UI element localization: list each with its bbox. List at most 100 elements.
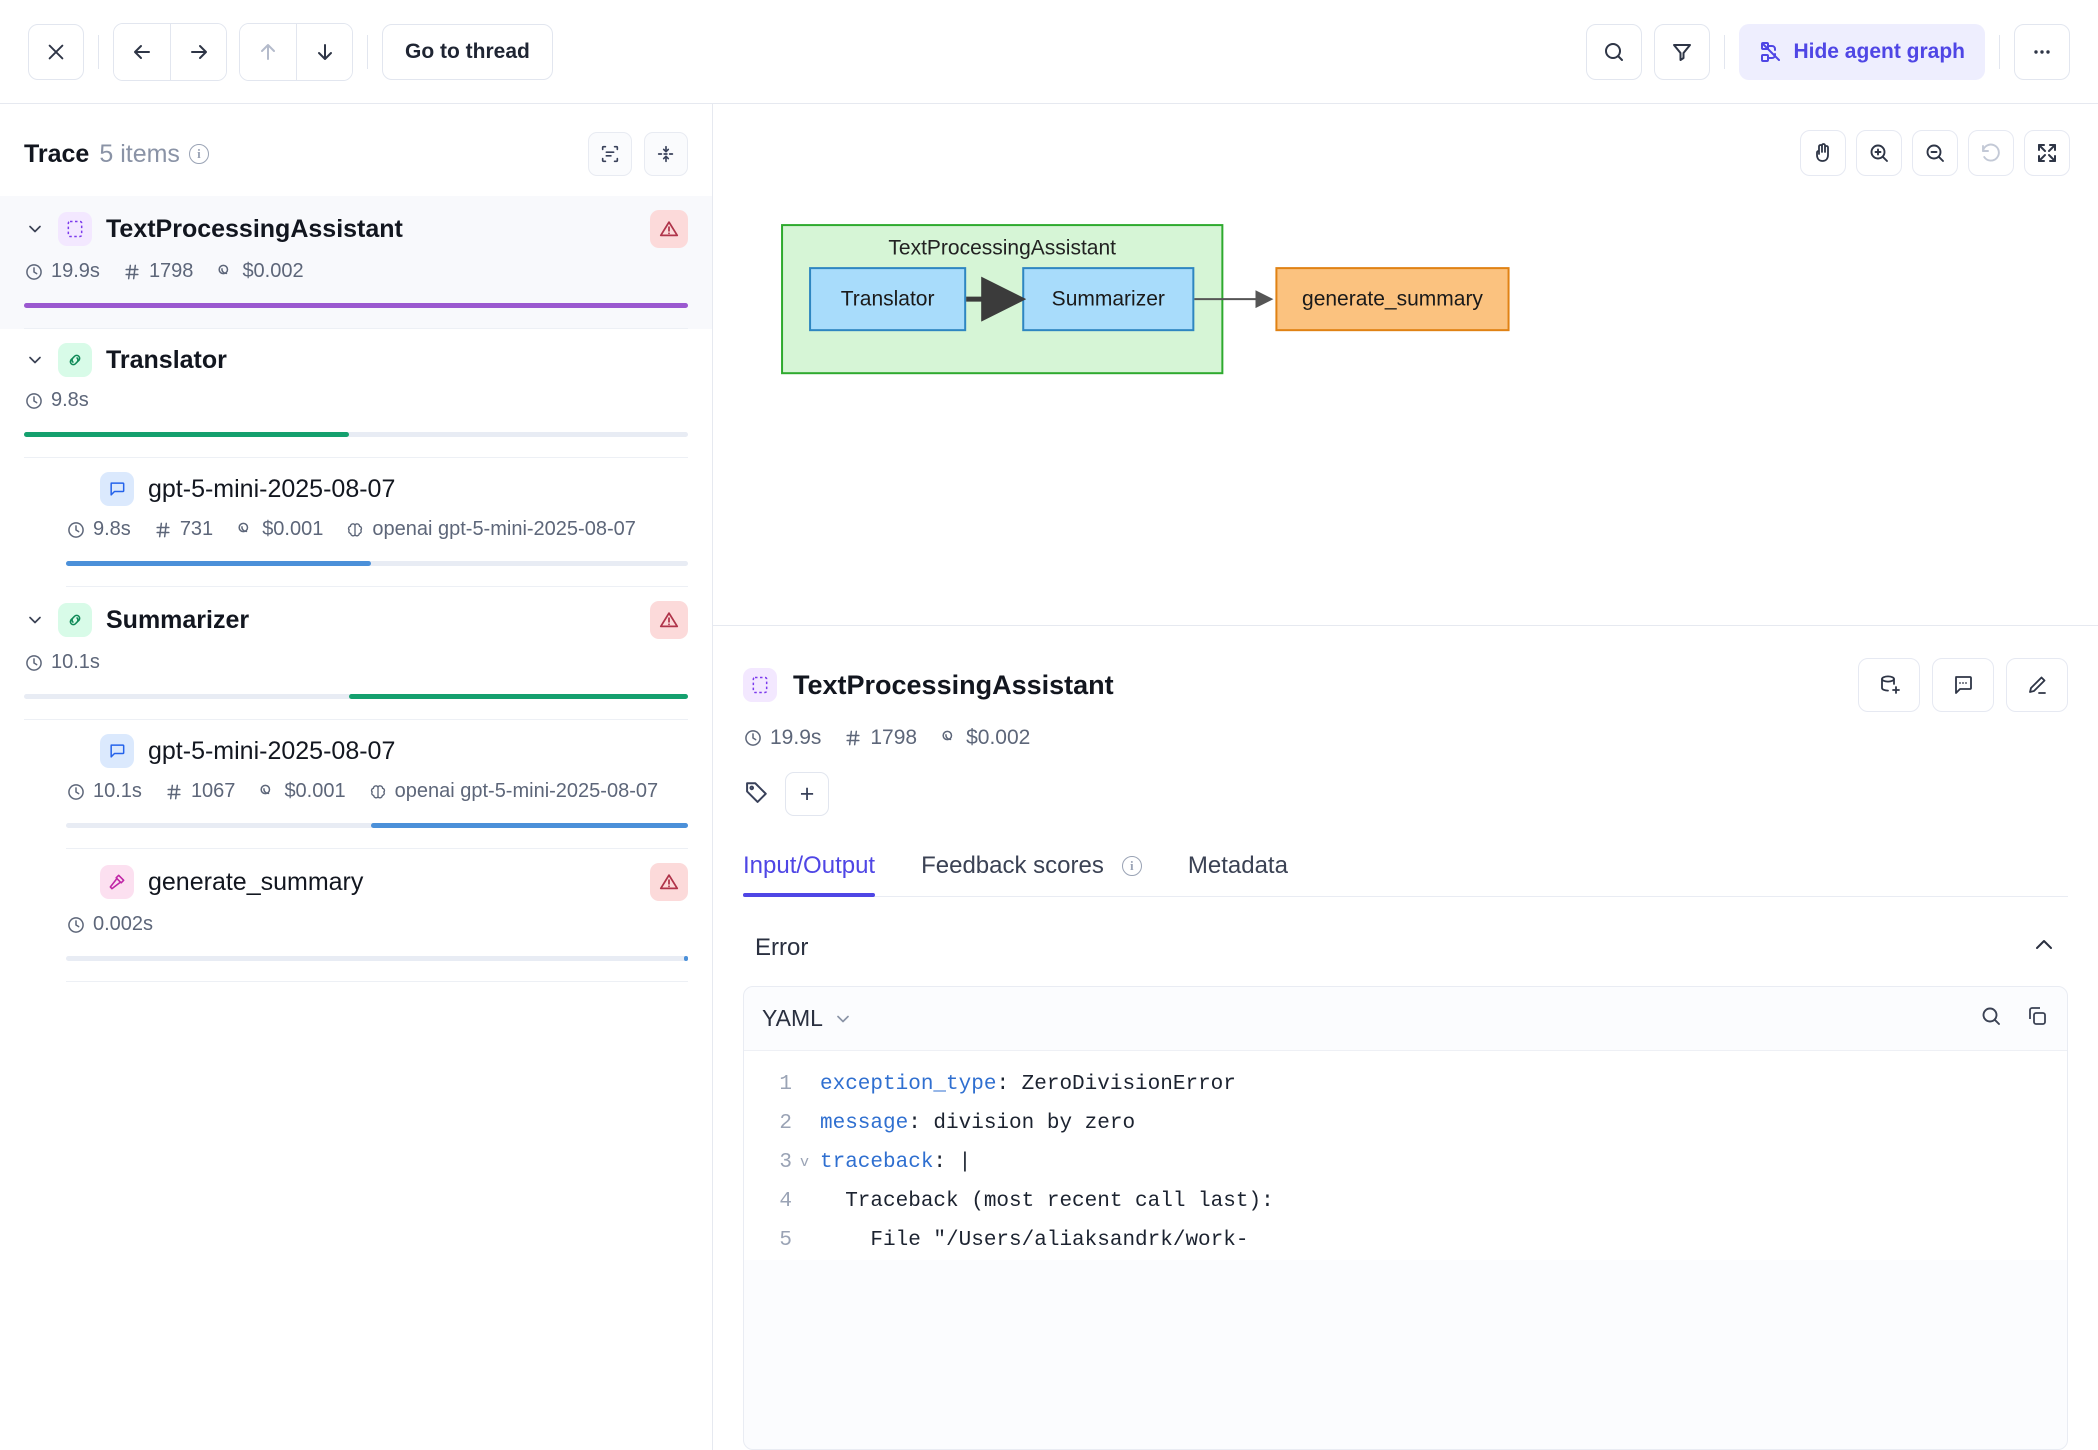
fold-toggle	[800, 1065, 820, 1104]
row-error-badge[interactable]	[650, 601, 688, 639]
row-duration-value: 9.8s	[93, 518, 131, 540]
language-selector[interactable]: YAML	[762, 1005, 853, 1032]
brain-icon	[348, 522, 363, 536]
code-text: File "/Users/aliaksandrk/work-	[820, 1229, 1249, 1252]
fold-toggle	[800, 1182, 820, 1221]
add-tag-button[interactable]: +	[785, 772, 829, 816]
collapse-error-section-button[interactable]	[2032, 933, 2056, 962]
top-toolbar: Go to thread Hide agent graph	[0, 0, 2098, 104]
database-plus-icon	[1881, 675, 1900, 694]
next-row-button[interactable]	[296, 23, 352, 80]
toggle-details-button[interactable]	[588, 132, 632, 176]
row-tokens-value: 731	[179, 518, 214, 540]
row-error-badge[interactable]	[650, 863, 688, 901]
previous-row-button[interactable]	[240, 23, 296, 80]
trace-item-count: 5 items	[99, 139, 180, 168]
line-number: 5	[779, 1229, 792, 1252]
fit-view-button[interactable]	[2024, 130, 2070, 176]
trace-header-actions	[588, 132, 688, 176]
trace-row-timeline-fill	[24, 303, 688, 308]
chain-type-icon	[58, 603, 92, 637]
forward-button[interactable]	[170, 23, 226, 80]
zoom-in-button[interactable]	[1856, 130, 1902, 176]
row-tokens: 1798	[122, 260, 193, 283]
graph-node-translator[interactable]	[809, 267, 967, 332]
arrow-right-icon	[190, 44, 207, 59]
tab-metadata[interactable]: Metadata	[1188, 852, 1288, 896]
graph-node-summarizer[interactable]	[1022, 267, 1195, 332]
fold-toggle[interactable]: v	[800, 1154, 810, 1171]
trace-row-name: Translator	[106, 345, 227, 374]
graph-node-summarizer-label: Summarizer	[1052, 288, 1165, 311]
line-number: 3	[779, 1151, 792, 1174]
hide-agent-graph-button[interactable]: Hide agent graph	[1739, 23, 1985, 80]
trace-row-metrics: 9.8s 731 $0.001 openai gpt-5-mini-2025-08-0…	[66, 518, 688, 541]
row-duration: 9.8s	[24, 389, 89, 412]
message-icon	[110, 744, 125, 758]
code-line: 4 Traceback (most recent call last):	[744, 1182, 2067, 1221]
trace-row-name: gpt-5-mini-2025-08-07	[148, 736, 396, 765]
expand-toggle[interactable]	[24, 349, 46, 371]
chain-type-icon	[58, 343, 92, 377]
row-cost-value: $0.001	[284, 780, 346, 802]
trace-info-icon[interactable]: i	[188, 144, 209, 164]
trace-row-timeline-fill	[24, 432, 350, 437]
warning-triangle-icon	[659, 221, 679, 237]
filter-button[interactable]	[1654, 23, 1711, 80]
collapse-all-button[interactable]	[644, 132, 688, 176]
close-button[interactable]	[28, 23, 84, 80]
zoom-out-button[interactable]	[1912, 130, 1958, 176]
arrow-left-icon	[134, 44, 150, 59]
more-options-button[interactable]	[2014, 23, 2070, 80]
clock-icon	[68, 521, 84, 538]
expand-icon	[2038, 144, 2056, 162]
trace-row-translator[interactable]: Translator 9.8s	[0, 329, 712, 458]
comments-button[interactable]	[1932, 658, 1994, 712]
expand-toggle[interactable]	[24, 218, 46, 240]
reset-icon	[1982, 143, 2000, 162]
chevron-down-icon	[837, 1015, 849, 1022]
trace-row-metrics: 9.8s	[24, 389, 688, 412]
agent-graph-canvas[interactable]: TextProcessingAssistant Translator Summa…	[713, 104, 2098, 626]
row-cost: $0.001	[257, 780, 346, 803]
add-to-dataset-button[interactable]	[1858, 658, 1920, 712]
pan-tool-button[interactable]	[1800, 130, 1846, 176]
row-cost: $0.001	[235, 518, 323, 541]
code-search-button[interactable]	[1979, 1004, 2003, 1033]
detail-tokens-value: 1798	[870, 726, 918, 749]
trace-panel-header: Trace 5 items i	[0, 104, 712, 196]
right-panel: TextProcessingAssistant Translator Summa…	[713, 104, 2098, 1450]
expand-toggle[interactable]	[24, 609, 46, 631]
tab-label: Input/Output	[743, 852, 876, 879]
feedback-scores-info-icon[interactable]: i	[1121, 856, 1142, 876]
hash-icon	[846, 730, 860, 746]
code-text: Traceback (most recent call last):	[820, 1190, 1274, 1213]
go-to-thread-button[interactable]: Go to thread	[382, 23, 553, 80]
divider	[367, 34, 368, 69]
row-error-badge[interactable]	[650, 210, 688, 248]
reset-view-button[interactable]	[1968, 130, 2014, 176]
back-button[interactable]	[114, 23, 170, 80]
row-model: openai gpt-5-mini-2025-08-07	[345, 518, 636, 541]
row-divider	[66, 848, 688, 849]
copy-code-button[interactable]	[2025, 1004, 2049, 1033]
tab-input-output[interactable]: Input/Output	[743, 852, 876, 897]
row-cost-value: $0.001	[262, 518, 324, 540]
row-duration-value: 9.8s	[51, 389, 89, 411]
trace-row-header: TextProcessingAssistant	[24, 210, 688, 248]
search-button[interactable]	[1586, 23, 1643, 80]
annotate-button[interactable]	[2006, 658, 2068, 712]
comment-icon	[1955, 676, 1972, 694]
graph-node-generate-summary[interactable]	[1275, 267, 1510, 332]
coins-icon	[238, 522, 249, 532]
